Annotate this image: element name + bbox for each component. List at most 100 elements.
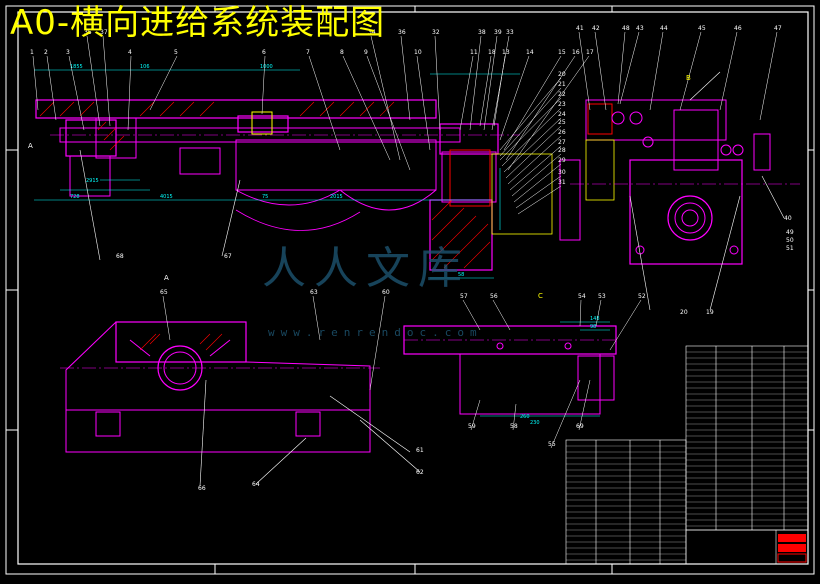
leader-line [578, 379, 591, 431]
part-number-57: 57 [460, 293, 468, 300]
part-number-37: 37 [100, 29, 108, 36]
part-number-60: 60 [382, 289, 390, 296]
part-number-63: 63 [310, 289, 318, 296]
part-number-18: 18 [488, 49, 496, 56]
view-label-a-left: A [28, 142, 33, 150]
part-number-23: 23 [558, 101, 566, 108]
part-number-41: 41 [576, 25, 584, 32]
leader-line [507, 135, 562, 185]
svg-text:2015: 2015 [330, 194, 343, 200]
leader-line [308, 55, 341, 151]
part-number-56: 56 [490, 293, 498, 300]
part-number-19: 19 [706, 309, 714, 316]
part-number-28: 28 [558, 147, 566, 154]
leader-line [470, 399, 481, 431]
part-number-66: 66 [198, 485, 206, 492]
leader-line [679, 31, 702, 111]
part-number-53: 53 [598, 293, 606, 300]
svg-text:230: 230 [530, 420, 540, 426]
part-number-34: 34 [368, 29, 376, 36]
leader-line [511, 153, 562, 197]
part-number-64: 64 [252, 481, 260, 488]
svg-text:98: 98 [590, 324, 596, 330]
part-number-48: 48 [622, 25, 630, 32]
leader-line [434, 35, 441, 131]
part-number-21: 21 [558, 81, 566, 88]
leader-line [369, 295, 386, 391]
part-number-9: 9 [364, 49, 368, 56]
leader-line [127, 55, 132, 131]
part-number-29: 29 [558, 157, 566, 164]
part-number-17: 17 [586, 49, 594, 56]
part-number-62: 62 [416, 469, 424, 476]
part-number-44: 44 [660, 25, 668, 32]
part-number-65: 65 [160, 289, 168, 296]
leader-line [505, 55, 576, 161]
part-number-54: 54 [578, 293, 586, 300]
part-number-2: 2 [44, 49, 48, 56]
leader-line [609, 299, 642, 351]
part-number-22: 22 [558, 91, 566, 98]
svg-text:75: 75 [262, 194, 268, 200]
leader-line [513, 163, 562, 203]
leader-line [649, 31, 664, 111]
leader-line [509, 145, 562, 191]
part-number-42: 42 [592, 25, 600, 32]
part-number-36: 36 [398, 29, 406, 36]
leader-line [579, 299, 582, 327]
leader-line [162, 295, 171, 341]
part-number-20: 20 [558, 71, 566, 78]
part-number-49: 49 [786, 229, 794, 236]
leader-line [619, 31, 640, 105]
leader-line [370, 35, 401, 161]
part-number-6: 6 [262, 49, 266, 56]
part-number-47: 47 [774, 25, 782, 32]
part-number-8: 8 [340, 49, 344, 56]
view-label-c: C [538, 292, 543, 300]
watermark-text: 人人文库 [262, 243, 470, 294]
leader-line [32, 55, 39, 111]
svg-text:148: 148 [590, 316, 600, 322]
leader-line [492, 299, 511, 331]
part-number-31: 31 [558, 179, 566, 186]
part-number-labels-top: 1233537456789341032111813331415161741424… [30, 25, 782, 171]
part-number-32: 32 [432, 29, 440, 36]
leader-line [479, 55, 492, 127]
watermark-url: www.renrendoc.com [268, 326, 483, 339]
leader-lines [79, 71, 785, 487]
leader-line [594, 31, 607, 111]
part-number-16: 16 [572, 49, 580, 56]
part-number-46: 46 [734, 25, 742, 32]
part-number-55: 55 [548, 441, 556, 448]
svg-text:728: 728 [70, 194, 80, 200]
inner-frame [17, 11, 809, 565]
part-number-35: 35 [84, 29, 92, 36]
frame-ticks [6, 6, 814, 574]
leader-line [416, 55, 431, 151]
leader-line [550, 379, 581, 449]
svg-text:58: 58 [458, 272, 464, 278]
leader-line [617, 31, 626, 105]
part-number-14: 14 [526, 49, 534, 56]
part-number-7: 7 [306, 49, 310, 56]
part-number-58: 58 [510, 423, 518, 430]
leader-line [517, 185, 562, 215]
part-number-33: 33 [506, 29, 514, 36]
leader-line [719, 31, 738, 111]
part-number-1: 1 [30, 49, 34, 56]
leader-line [759, 31, 778, 121]
leader-line [86, 35, 101, 127]
leader-line [499, 97, 562, 161]
leader-line [512, 403, 517, 431]
part-number-25: 25 [558, 119, 566, 126]
table-row-lines [566, 351, 808, 561]
leader-line [491, 35, 510, 131]
leader-line [342, 55, 391, 161]
view-label-a-section: A [164, 274, 169, 282]
leader-line [462, 299, 481, 331]
leader-line [46, 55, 57, 121]
leader-line [459, 55, 474, 131]
part-number-24: 24 [558, 111, 566, 118]
